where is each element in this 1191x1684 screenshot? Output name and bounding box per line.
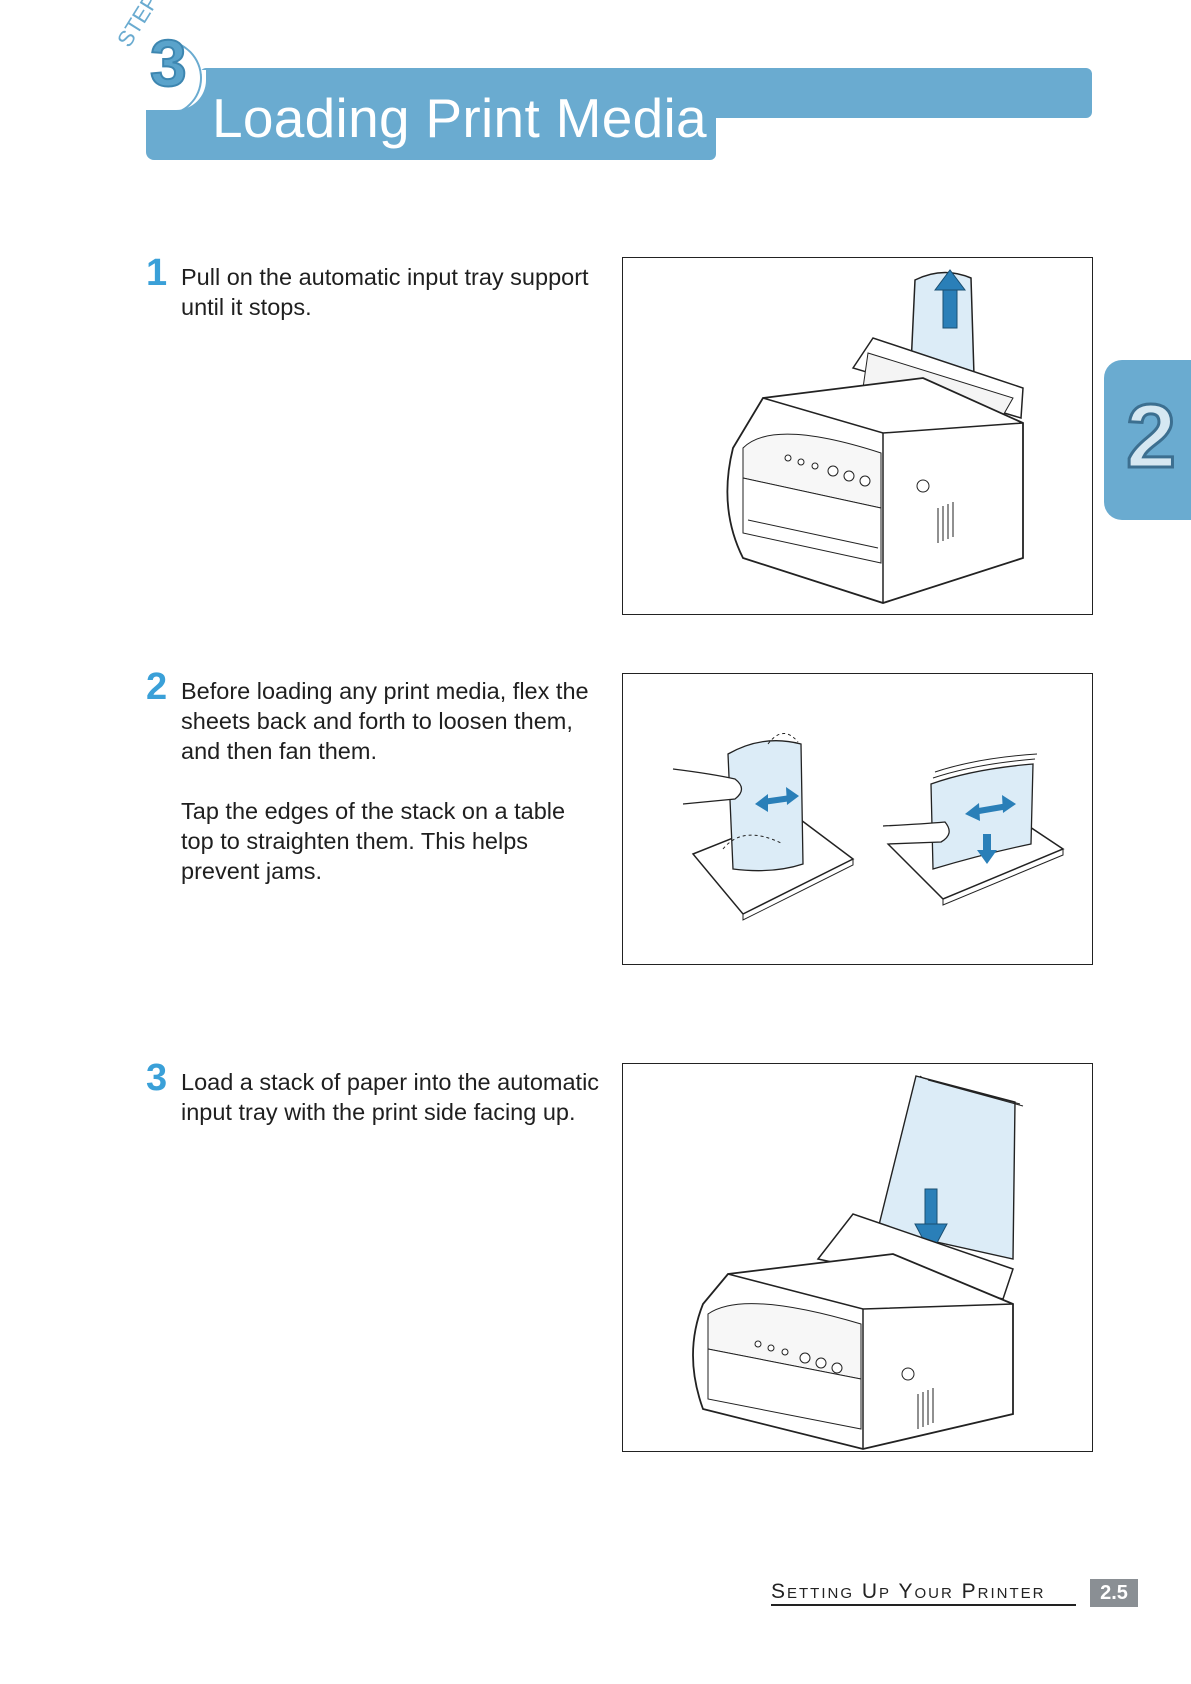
step-3-text: Load a stack of paper into the automatic…	[181, 1067, 601, 1127]
printer-load-paper-illustration	[692, 1075, 1024, 1450]
step-1-number: 1	[146, 252, 168, 294]
footer-section-title: Setting Up Your Printer	[771, 1580, 1046, 1603]
step-1-text: Pull on the automatic input tray support…	[181, 262, 601, 322]
step-2-text: Before loading any print media, flex the…	[181, 676, 601, 886]
footer-page-number: 2.5	[1090, 1579, 1138, 1607]
step-1-paragraph: Pull on the automatic input tray support…	[181, 264, 589, 320]
page-title: Loading Print Media	[212, 87, 707, 149]
step-2-paragraph-2: Tap the edges of the stack on a table to…	[181, 798, 566, 884]
header-banner	[146, 70, 716, 160]
figure-flex-and-fan-paper	[622, 673, 1093, 965]
figure-load-paper-stack	[622, 1063, 1093, 1452]
paper-flexing-illustration	[672, 733, 1065, 921]
step-3-number: 3	[146, 1057, 168, 1099]
footer-rule	[771, 1604, 1076, 1606]
step-3-paragraph: Load a stack of paper into the automatic…	[181, 1069, 600, 1125]
step-2-number: 2	[146, 666, 168, 708]
figure-extend-tray-support	[622, 257, 1093, 615]
chapter-tab[interactable]	[1104, 360, 1191, 520]
step-2-paragraph-1: Before loading any print media, flex the…	[181, 678, 589, 764]
chapter-tab-number: 2	[1124, 387, 1177, 487]
step-badge-number: 3	[149, 26, 188, 100]
printer-tray-support-illustration	[726, 269, 1024, 604]
